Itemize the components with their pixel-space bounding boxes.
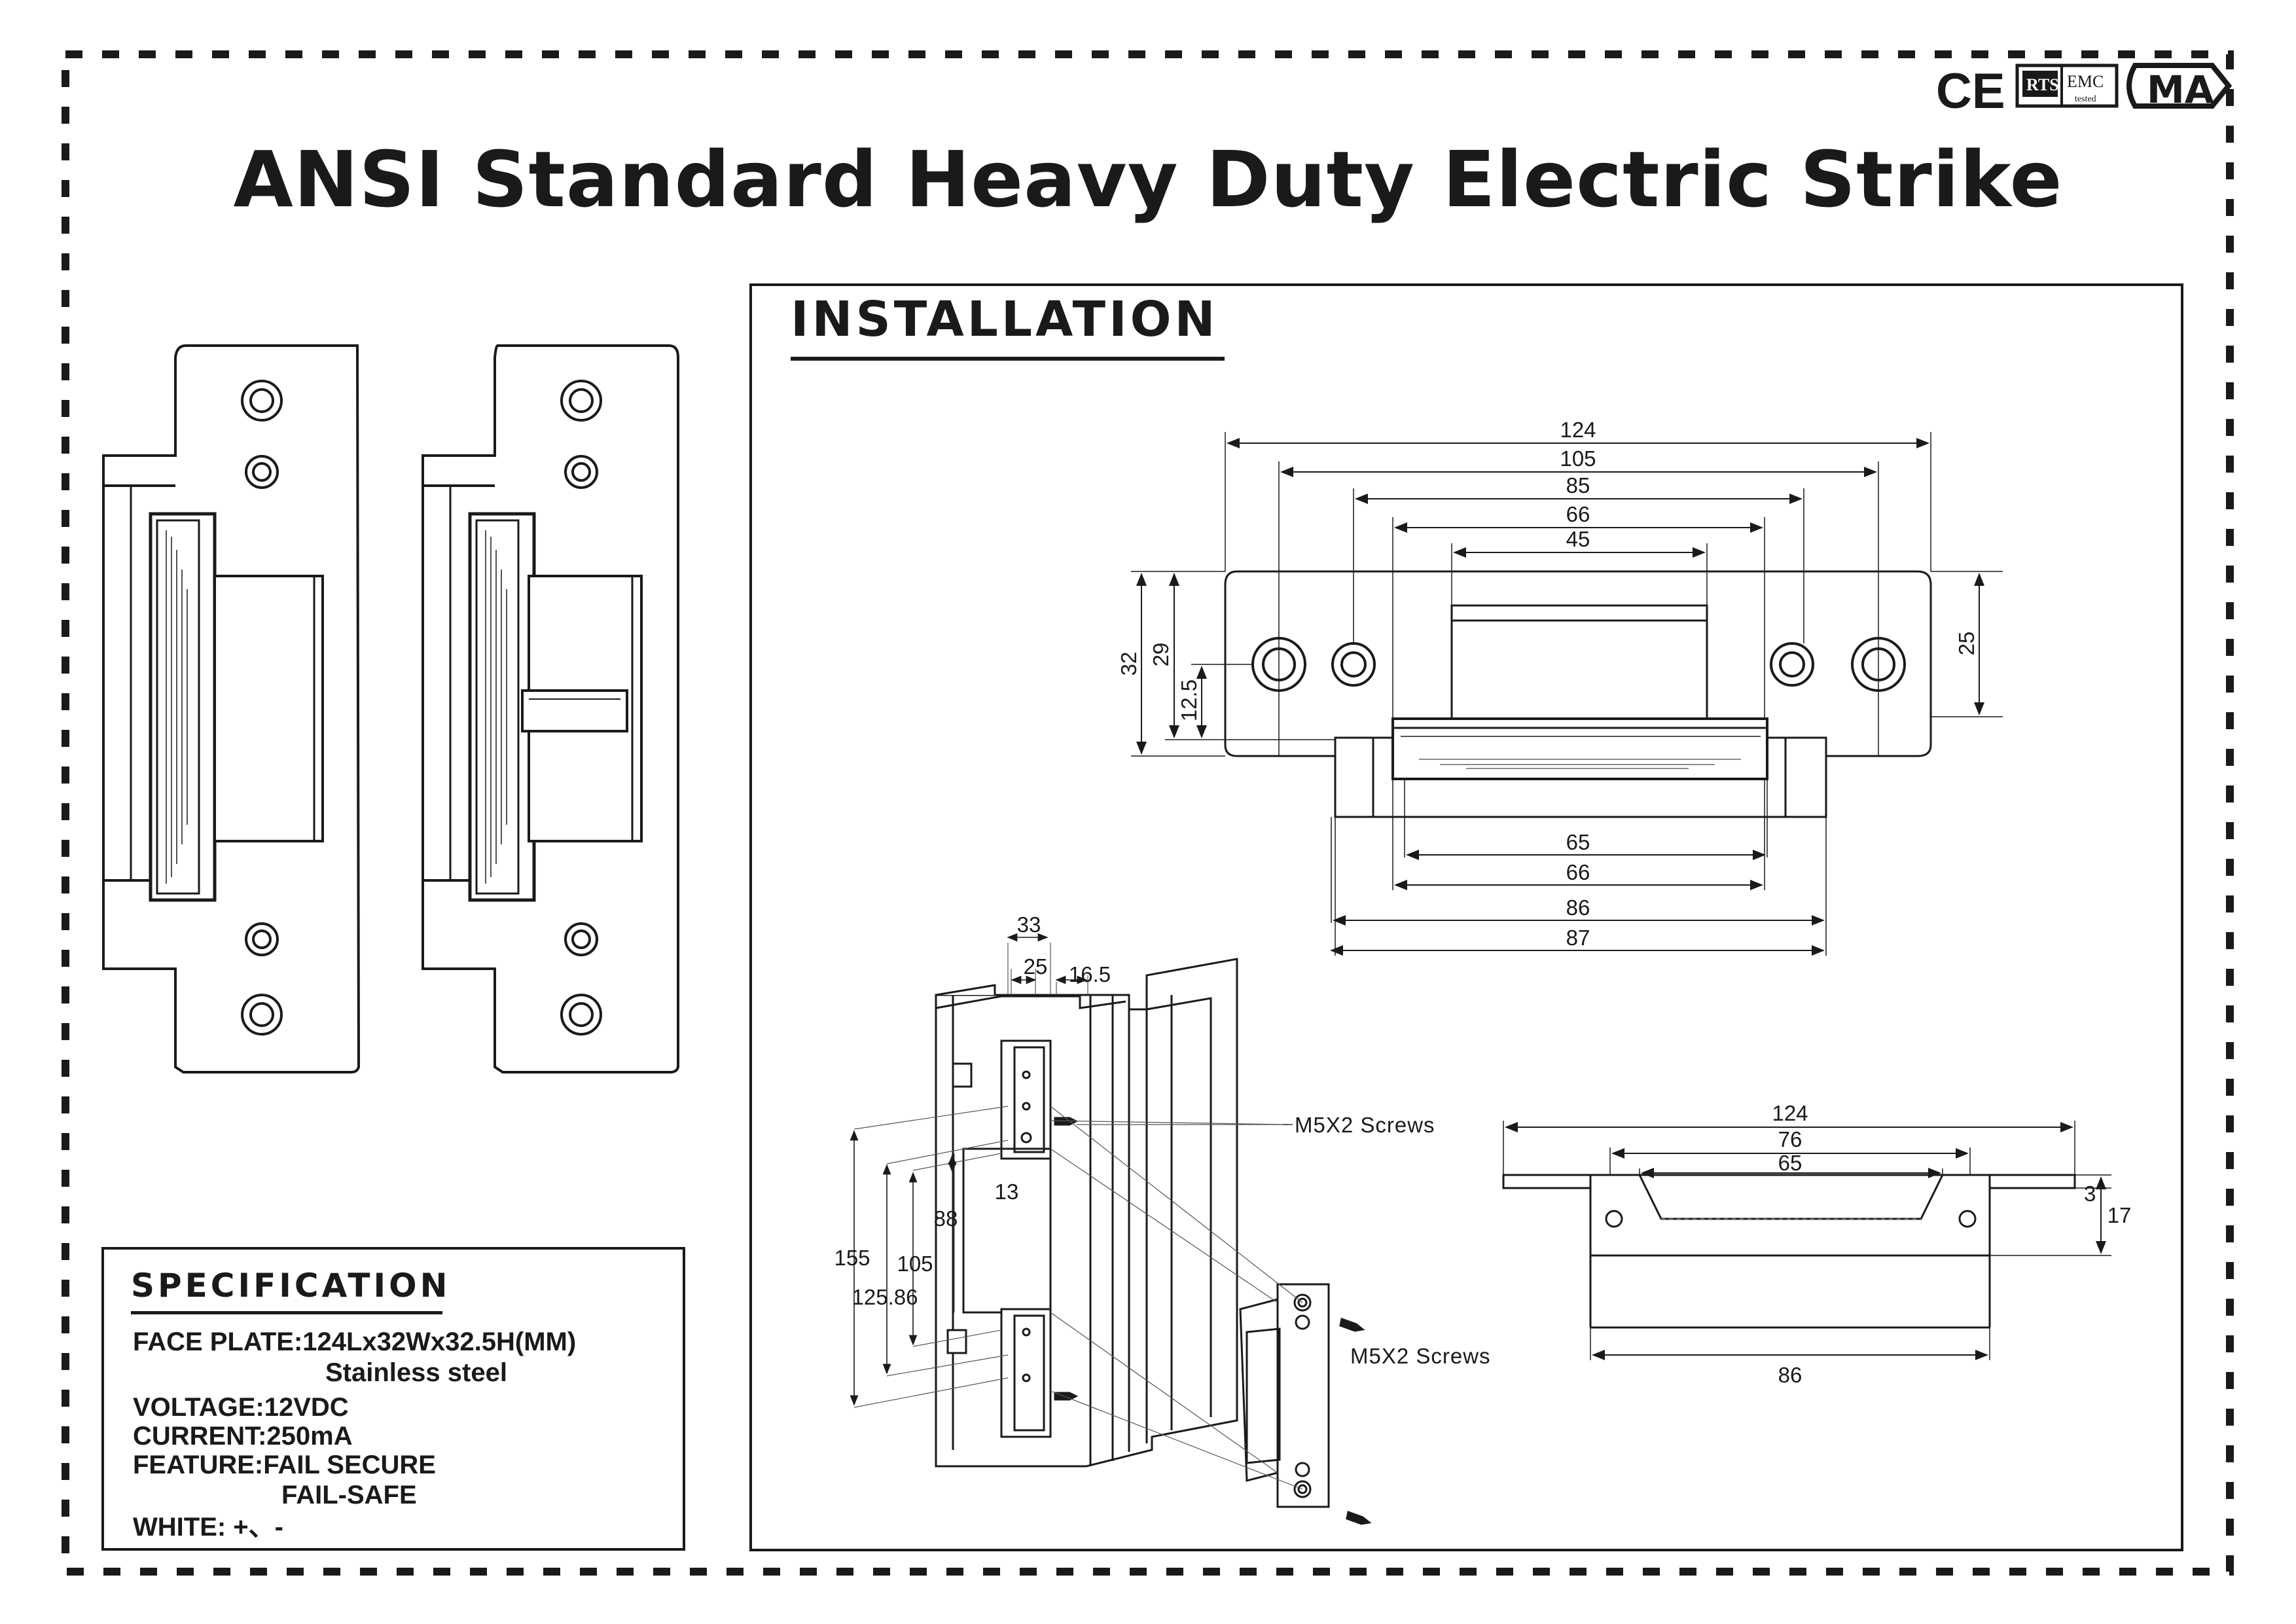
dim-top-105: 105 <box>1560 446 1596 471</box>
screws-label-bottom: M5X2 Screws <box>1350 1344 1491 1368</box>
dim-bottom-66: 66 <box>1566 860 1590 884</box>
dim-left-32: 32 <box>1117 652 1141 676</box>
dim-side-3: 3 <box>2084 1182 2096 1206</box>
specification-heading-underline <box>131 1311 442 1314</box>
dim-top-66: 66 <box>1566 502 1590 526</box>
installation-heading: INSTALLATION <box>791 291 1219 348</box>
dim-frame-16-5: 16.5 <box>1069 962 1111 986</box>
dim-bottom-65: 65 <box>1566 830 1590 854</box>
spec-material: Stainless steel <box>325 1358 507 1387</box>
dim-frame-105: 105 <box>897 1252 933 1276</box>
dim-side-86: 86 <box>1778 1363 1803 1387</box>
rts-emc-badge-icon: RTS EMC tested <box>2015 63 2119 108</box>
strike-front-view-closed <box>102 344 361 1074</box>
ce-mark-text: CE <box>1936 63 2005 119</box>
dim-side-124: 124 <box>1772 1101 1808 1125</box>
dim-frame-88: 88 <box>934 1206 958 1231</box>
dim-left-29: 29 <box>1149 643 1173 667</box>
dim-bottom-87: 87 <box>1566 926 1590 950</box>
screws-label-top: M5X2 Screws <box>1295 1113 1435 1137</box>
svg-text:RTS: RTS <box>2026 75 2059 94</box>
certification-logos: CE RTS EMC tested MA <box>1936 63 2233 119</box>
ma-text: MA <box>2147 67 2214 112</box>
spec-feature-alt: FAIL-SAFE <box>281 1481 417 1509</box>
dim-frame-125-86: 125.86 <box>852 1285 918 1309</box>
dim-side-65: 65 <box>1778 1151 1803 1175</box>
installation-heading-underline <box>791 357 1225 361</box>
page-title: ANSI Standard Heavy Duty Electric Strike <box>233 134 2063 225</box>
dim-left-12-5: 12.5 <box>1177 679 1201 721</box>
dim-top-45: 45 <box>1566 527 1590 551</box>
spec-wiring: WHITE: +、- <box>133 1513 283 1542</box>
dim-top-124: 124 <box>1560 418 1596 442</box>
emc-sub-text: tested <box>2075 94 2096 104</box>
cma-logo-icon: MA <box>2126 63 2233 112</box>
spec-face-plate: FACE PLATE:124Lx32Wx32.5H(MM) <box>133 1327 577 1356</box>
dim-frame-33: 33 <box>1017 912 1041 937</box>
specification-heading: SPECIFICATION <box>131 1267 451 1305</box>
strike-front-view-open <box>422 344 679 1074</box>
ce-mark-icon: CE <box>1936 63 2005 119</box>
spec-feature: FEATURE:FAIL SECURE <box>133 1451 436 1479</box>
dim-top-85: 85 <box>1566 473 1590 497</box>
dim-side-76: 76 <box>1778 1127 1803 1151</box>
dim-bottom-86: 86 <box>1566 895 1590 920</box>
dim-frame-13: 13 <box>995 1180 1019 1204</box>
dim-side-17: 17 <box>2108 1203 2132 1227</box>
dim-frame-25: 25 <box>1024 954 1048 979</box>
product-front-views <box>102 344 679 1074</box>
dim-right-25: 25 <box>1954 632 1979 656</box>
dim-frame-155: 155 <box>834 1246 870 1270</box>
spec-current: CURRENT:250mA <box>133 1422 353 1451</box>
spec-voltage: VOLTAGE:12VDC <box>133 1393 349 1422</box>
emc-text: EMC <box>2067 72 2104 91</box>
